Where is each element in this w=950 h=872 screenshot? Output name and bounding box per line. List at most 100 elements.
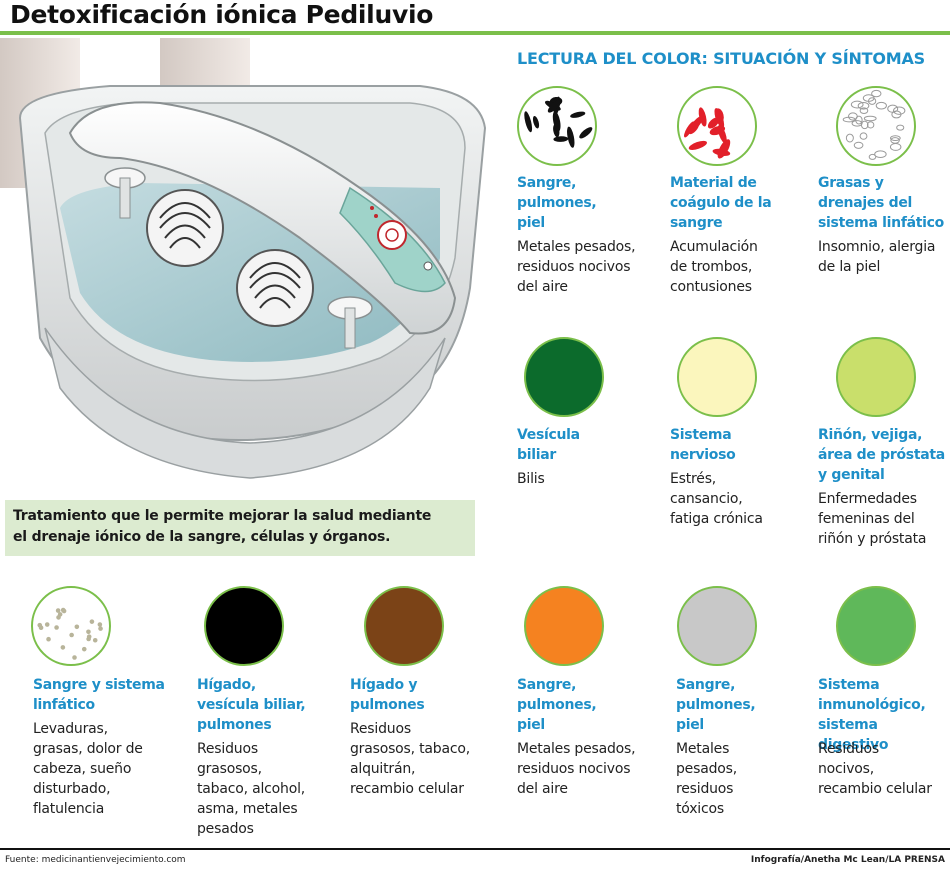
color-swatch-4	[524, 337, 604, 417]
condition-label-line: Sangre,	[676, 677, 736, 693]
symptom-line: flatulencia	[33, 801, 105, 817]
condition-label-line: área de próstata	[818, 447, 945, 463]
condition-label-10: Sangre,pulmones,piel	[517, 675, 597, 735]
color-swatch-1	[517, 86, 597, 166]
condition-label-line: pulmones	[350, 697, 425, 713]
condition-label-line: Sangre,	[517, 677, 577, 693]
symptom-line: Metales pesados,	[517, 239, 636, 255]
symptom-line: asma, metales	[197, 801, 298, 817]
symptom-line: grasas, dolor de	[33, 741, 143, 757]
swatch-pattern	[37, 607, 103, 660]
condition-label-4: Vesícula biliar	[517, 425, 580, 465]
symptom-line: nocivos,	[818, 761, 875, 777]
color-swatch-5	[677, 337, 757, 417]
condition-label-line: biliar	[517, 447, 556, 463]
foot-bath-illustration	[0, 38, 487, 479]
condition-label-line: Sistema	[670, 427, 732, 443]
symptom-line: Estrés,	[670, 471, 717, 487]
condition-label-line: linfático	[33, 697, 95, 713]
symptom-line: disturbado,	[33, 781, 111, 797]
condition-label-line: Hígado y	[350, 677, 418, 693]
title-divider	[0, 31, 950, 35]
description-line-1: Tratamiento que le permite mejorar la sa…	[13, 508, 432, 524]
color-swatch-7	[31, 586, 111, 666]
color-reading-heading: LECTURA DEL COLOR: SITUACIÓN Y SÍNTOMAS	[517, 49, 925, 68]
symptom-line: grasosos, tabaco,	[350, 741, 470, 757]
symptom-line: tabaco, alcohol,	[197, 781, 306, 797]
symptom-text-5: Estrés,cansancio,fatiga crónica	[670, 469, 763, 529]
condition-label-line: Vesícula	[517, 427, 580, 443]
swatch-pattern	[524, 96, 593, 148]
page-title: Detoxificación iónica Pediluvio	[10, 0, 434, 29]
condition-label-line: sistema digestivo	[818, 717, 889, 753]
condition-label-8: Hígado,vesícula biliar,pulmones	[197, 675, 306, 735]
symptom-line: riñón y próstata	[818, 531, 927, 547]
symptom-line: Metales pesados,	[517, 741, 636, 757]
color-swatch-12	[836, 586, 916, 666]
symptom-line: Metales	[676, 741, 730, 757]
symptom-line: Residuos	[818, 741, 879, 757]
symptom-text-11: Metales pesados, residuos tóxicos	[676, 739, 737, 819]
symptom-line: grasosos,	[197, 761, 262, 777]
source-note: Fuente: medicinantienvejecimiento.com	[5, 855, 186, 865]
swatch-pattern	[684, 107, 731, 159]
condition-label-7: Sangre y sistema linfático	[33, 675, 165, 715]
symptom-line: recambio celular	[818, 781, 932, 797]
symptom-line: Residuos	[350, 721, 411, 737]
symptom-line: alquitrán,	[350, 761, 416, 777]
condition-label-line: piel	[517, 717, 545, 733]
symptom-line: residuos	[676, 781, 734, 797]
condition-label-line: Sistema	[818, 677, 880, 693]
condition-label-line: inmunológico,	[818, 697, 926, 713]
condition-label-line: drenajes del	[818, 195, 913, 211]
symptom-line: pesados	[197, 821, 254, 837]
symptom-text-10: Metales pesados, residuos nocivos del aire	[517, 739, 636, 799]
symptom-line: residuos nocivos	[517, 761, 631, 777]
condition-label-line: pulmones,	[517, 195, 597, 211]
color-swatch-10	[524, 586, 604, 666]
symptom-line: Levaduras,	[33, 721, 108, 737]
symptom-line: contusiones	[670, 279, 752, 295]
condition-label-line: piel	[517, 215, 545, 231]
color-swatch-8	[204, 586, 284, 666]
symptom-line: tóxicos	[676, 801, 724, 817]
condition-label-line: nervioso	[670, 447, 736, 463]
symptom-line: pesados,	[676, 761, 737, 777]
color-swatch-9	[364, 586, 444, 666]
condition-label-line: sangre	[670, 215, 723, 231]
swatch-pattern	[842, 89, 906, 160]
condition-label-line: pulmones,	[676, 697, 756, 713]
symptom-text-1: Metales pesados, residuos nocivos del aire	[517, 237, 636, 297]
symptom-line: cabeza, sueño	[33, 761, 132, 777]
condition-label-line: Riñón, vejiga,	[818, 427, 923, 443]
condition-label-line: Hígado,	[197, 677, 256, 693]
treatment-description: Tratamiento que le permite mejorar la sa…	[5, 500, 475, 556]
footer-divider	[0, 848, 950, 850]
color-swatch-3	[836, 86, 916, 166]
description-line-2: el drenaje iónico de la sangre, células …	[13, 529, 391, 545]
credit-note: Infografía/Anetha Mc Lean/LA PRENSA	[750, 855, 945, 865]
condition-label-line: coágulo de la	[670, 195, 772, 211]
condition-label-line: sistema linfático	[818, 215, 944, 231]
condition-label-9: Hígado y pulmones	[350, 675, 425, 715]
symptom-line: fatiga crónica	[670, 511, 763, 527]
symptom-line: de la piel	[818, 259, 881, 275]
color-swatch-6	[836, 337, 916, 417]
condition-label-line: vesícula biliar,	[197, 697, 306, 713]
condition-label-line: Sangre y sistema	[33, 677, 165, 693]
symptom-line: del aire	[517, 781, 568, 797]
symptom-text-12: Residuos nocivos, recambio celular	[818, 739, 932, 799]
symptom-line: Bilis	[517, 471, 545, 487]
symptom-text-4: Bilis	[517, 469, 545, 489]
symptom-line: residuos nocivos	[517, 259, 631, 275]
condition-label-11: Sangre,pulmones,piel	[676, 675, 756, 735]
symptom-line: del aire	[517, 279, 568, 295]
symptom-line: de trombos,	[670, 259, 753, 275]
condition-label-12: Sistema inmunológico, sistema digestivo	[818, 675, 950, 755]
